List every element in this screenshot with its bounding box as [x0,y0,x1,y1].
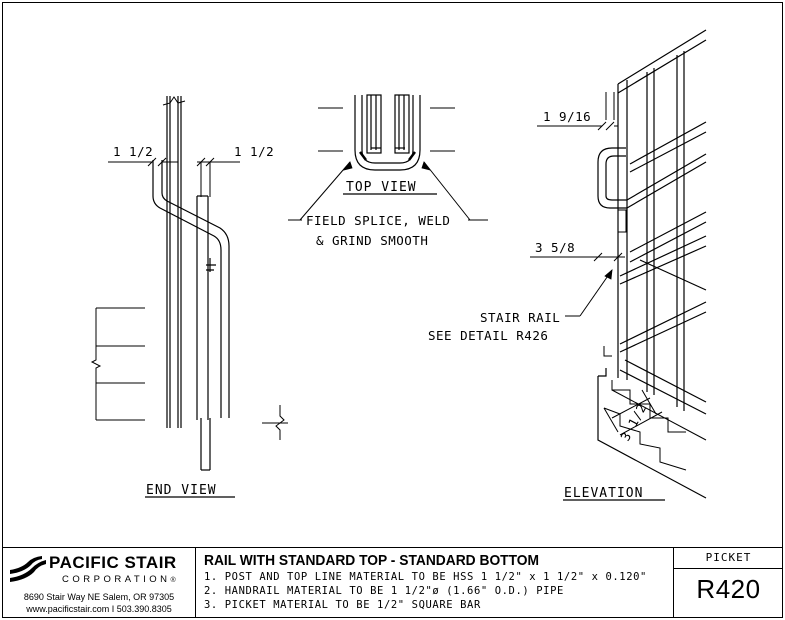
end-view-drawing [90,96,288,471]
drawing-title: RAIL WITH STANDARD TOP - STANDARD BOTTOM [204,552,540,569]
note-2: 2. HANDRAIL MATERIAL TO BE 1 1/2"ø (1.66… [204,585,564,597]
company-address: 8690 Stair Way NE Salem, OR 97305 [23,592,175,602]
company-contact: www.pacificstair.com I 503.390.8305 [26,604,172,614]
stair-rail-callout-line2: SEE DETAIL R426 [428,328,548,343]
note-3: 3. PICKET MATERIAL TO BE 1/2" SQUARE BAR [204,599,481,611]
elevation-drawing [530,29,707,499]
elevation-dim-top: 1 9/16 [543,109,591,124]
field-splice-callout-line2: & GRIND SMOOTH [316,233,428,248]
company-logo-block: PACIFIC STAIR CORPORATION® 8690 Stair Wa… [2,548,196,618]
notes-block: RAIL WITH STANDARD TOP - STANDARD BOTTOM… [196,548,674,618]
end-view-dim-right: 1 1/2 [234,144,274,159]
company-subtitle: CORPORATION® [62,574,176,585]
top-view-label: TOP VIEW [346,180,417,195]
detail-number: R420 [696,574,761,604]
field-splice-callout-line1: FIELD SPLICE, WELD [306,213,450,228]
registered-mark: ® [170,577,176,584]
detail-id-block: PICKET R420 [674,548,783,618]
detail-drawing: 1 1/2 1 1/2 END VIEW TOP VIEW FIELD SPLI… [90,29,707,501]
end-view-label: END VIEW [146,483,217,498]
top-view-drawing [288,94,488,221]
title-block: PACIFIC STAIR CORPORATION® 8690 Stair Wa… [2,547,783,618]
note-1: 1. POST AND TOP LINE MATERIAL TO BE HSS … [204,571,647,583]
elevation-dim-mid: 3 5/8 [535,240,575,255]
company-name: PACIFIC STAIR [49,553,177,572]
elevation-label: ELEVATION [564,486,643,501]
stair-logo-icon [10,556,46,582]
detail-category: PICKET [705,551,752,564]
elevation-dim-bottom: 3 1/2 [617,401,649,443]
stair-rail-callout-line1: STAIR RAIL [480,310,560,325]
end-view-dim-left: 1 1/2 [113,144,153,159]
detail-divider [674,568,783,569]
